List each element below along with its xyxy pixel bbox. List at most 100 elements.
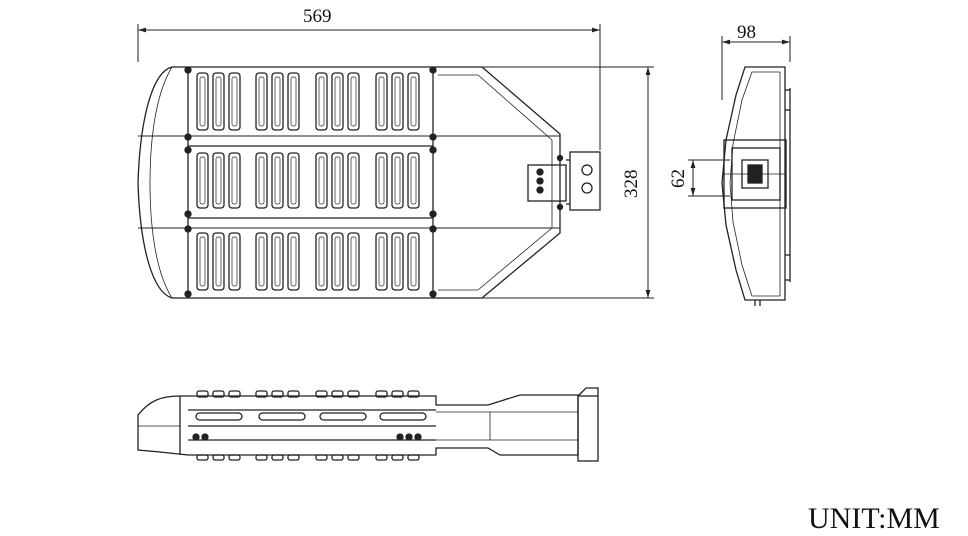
fin-slot-inner — [231, 236, 238, 287]
fin-slot-inner — [410, 76, 417, 127]
fin-slot-inner — [394, 76, 401, 127]
fin-cap-bottom — [331, 454, 344, 461]
fin-slot-inner — [199, 156, 206, 205]
fin-slot-inner — [274, 156, 281, 205]
fin-slot-inner — [258, 236, 265, 287]
fin-slot-inner — [318, 156, 325, 205]
fin-slot-inner — [274, 236, 281, 287]
fin-slot — [212, 72, 225, 131]
fin-slot — [287, 72, 300, 131]
fin-slot — [212, 152, 225, 209]
fin-slot-inner — [215, 76, 222, 127]
fin-cap-bottom — [255, 454, 268, 461]
fin-slot — [315, 232, 328, 291]
fin-slot-inner — [378, 236, 385, 287]
fin-slot — [347, 72, 360, 131]
fin-slot-inner — [334, 76, 341, 127]
fin-slot-inner — [258, 156, 265, 205]
fin-slot — [228, 152, 241, 209]
fin-slot — [331, 232, 344, 291]
fin-slot — [375, 152, 388, 209]
fin-slot — [271, 152, 284, 209]
fin-cap-bottom — [196, 454, 209, 461]
fin-cap — [255, 390, 268, 398]
fin-slot — [287, 232, 300, 291]
fin-cap — [331, 390, 344, 398]
fin-slot-inner — [215, 236, 222, 287]
fin-cap — [407, 390, 420, 398]
fin-slot — [255, 72, 268, 131]
fin-slot-inner — [231, 76, 238, 127]
dimension-length-label: 569 — [303, 6, 332, 27]
fin-cap-bottom — [315, 454, 328, 461]
fin-slot — [271, 232, 284, 291]
fin-slot-inner — [318, 236, 325, 287]
dimension-width-label: 328 — [621, 170, 642, 199]
fin-slot-inner — [231, 156, 238, 205]
fin-slot-inner — [334, 236, 341, 287]
fin-slot — [228, 72, 241, 131]
fin-slot — [391, 72, 404, 131]
fin-slot-inner — [410, 156, 417, 205]
fin-slot-inner — [215, 156, 222, 205]
fin-slot-inner — [378, 76, 385, 127]
fin-cap-bottom — [271, 454, 284, 461]
fin-slot-inner — [378, 156, 385, 205]
fin-slot — [287, 152, 300, 209]
fin-slot — [375, 232, 388, 291]
fin-cap — [228, 390, 241, 398]
dimension-width — [482, 66, 654, 299]
fin-slot — [347, 232, 360, 291]
fin-slot-inner — [274, 76, 281, 127]
fin-slot — [315, 72, 328, 131]
fin-cap-bottom — [391, 454, 404, 461]
fin-slot-inner — [290, 156, 297, 205]
fin-slot-inner — [350, 236, 357, 287]
fin-slot — [407, 152, 420, 209]
fin-slot — [331, 152, 344, 209]
fin-slot — [196, 72, 209, 131]
fin-slot-inner — [258, 76, 265, 127]
fin-slot — [331, 72, 344, 131]
fin-slot-inner — [394, 156, 401, 205]
fin-slot — [271, 72, 284, 131]
fin-cap-bottom — [407, 454, 420, 461]
fin-cap — [287, 390, 300, 398]
fin-slot — [391, 152, 404, 209]
fin-cap — [271, 390, 284, 398]
fin-slot — [347, 152, 360, 209]
front-view — [137, 387, 599, 462]
fin-cap — [347, 390, 360, 398]
dimension-mount-label: 62 — [668, 169, 689, 188]
unit-label: UNIT:MM — [808, 502, 940, 535]
fin-cap — [375, 390, 388, 398]
fin-slot-inner — [410, 236, 417, 287]
fin-slot — [255, 152, 268, 209]
dimension-mount — [688, 159, 730, 197]
fin-cap — [196, 390, 209, 398]
fin-cap-bottom — [212, 454, 225, 461]
fin-slot-inner — [290, 76, 297, 127]
fin-cap — [212, 390, 225, 398]
fin-slot-inner — [394, 236, 401, 287]
top-view — [137, 66, 601, 299]
fin-cap-bottom — [347, 454, 360, 461]
fin-slot — [196, 232, 209, 291]
fin-slot-inner — [350, 156, 357, 205]
fin-slot-inner — [199, 236, 206, 287]
fin-slot — [196, 152, 209, 209]
fin-cap — [391, 390, 404, 398]
dimension-height-label: 98 — [737, 22, 756, 43]
fin-slot-inner — [350, 76, 357, 127]
fin-slot-inner — [199, 76, 206, 127]
fin-slot — [212, 232, 225, 291]
fin-slot — [407, 72, 420, 131]
fin-cap — [315, 390, 328, 398]
fin-slot-inner — [318, 76, 325, 127]
dimension-length — [137, 24, 601, 150]
fin-slot — [407, 232, 420, 291]
fin-slot — [255, 232, 268, 291]
fin-cap-bottom — [375, 454, 388, 461]
fin-cap-bottom — [228, 454, 241, 461]
